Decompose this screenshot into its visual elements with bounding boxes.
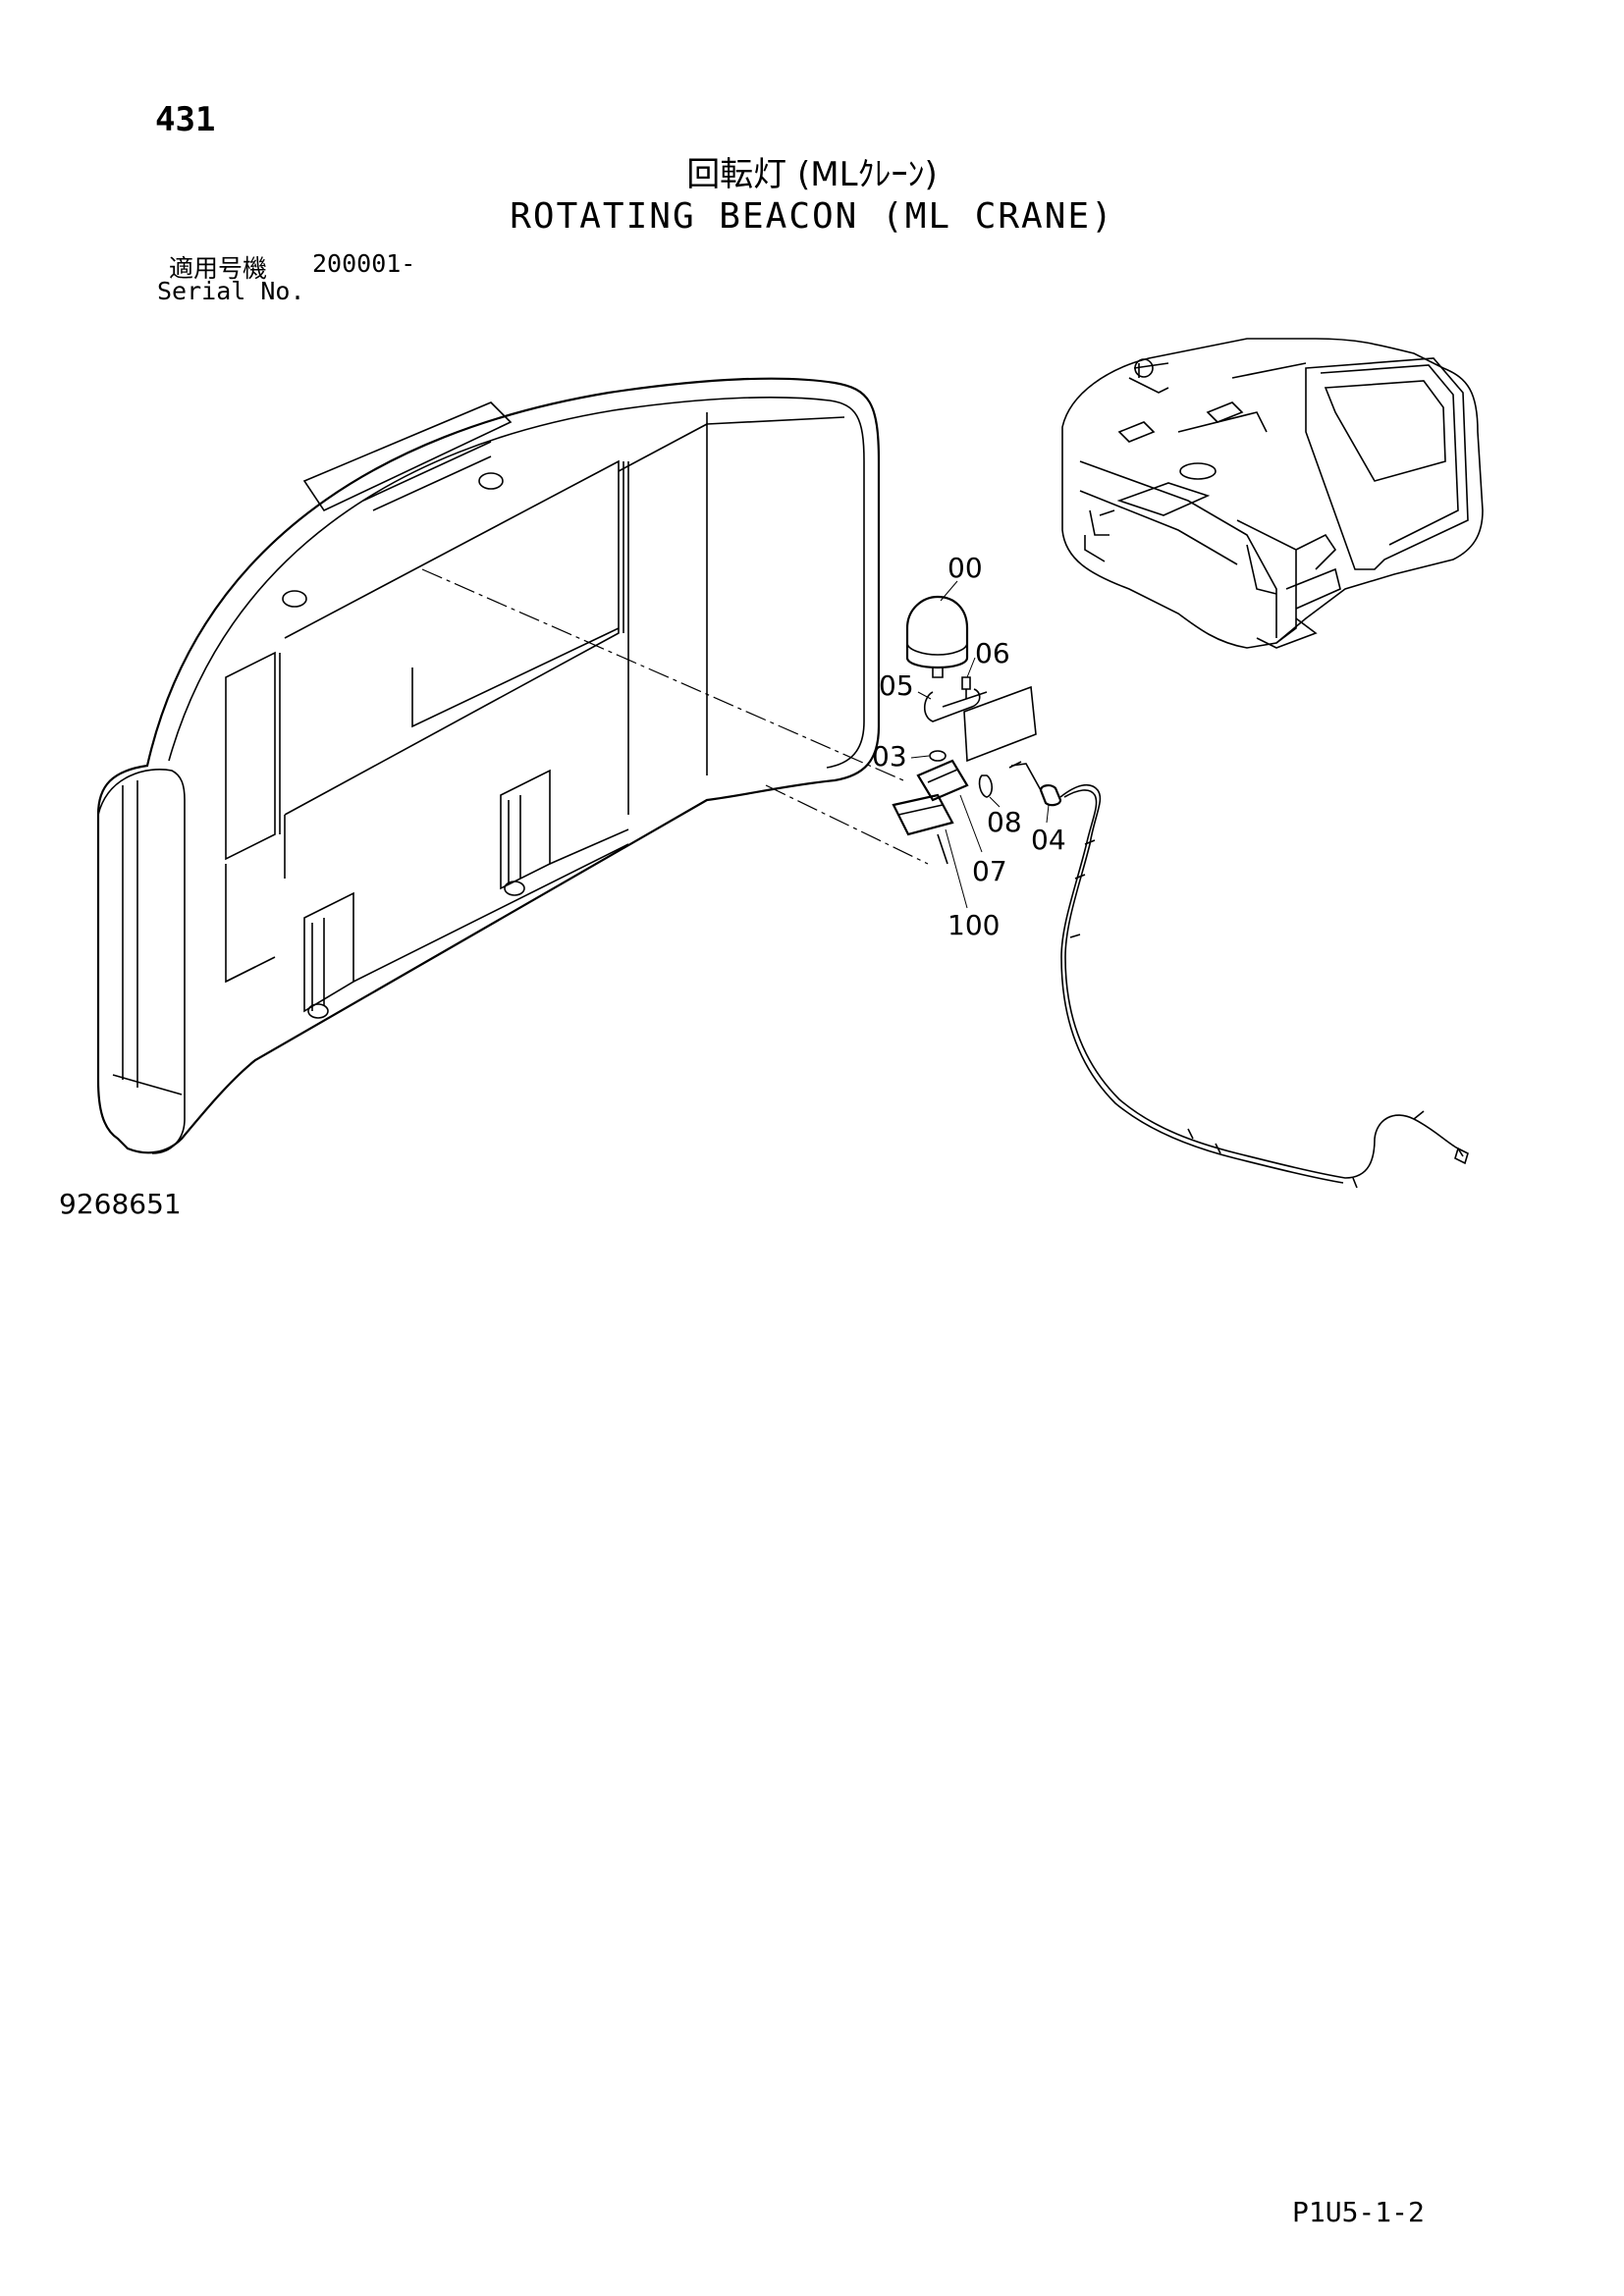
callout-100: 100 bbox=[945, 828, 1000, 941]
serial-label-english: Serial No. bbox=[157, 277, 305, 305]
callout-label: 08 bbox=[987, 806, 1022, 838]
serial-value: 200001- bbox=[312, 249, 416, 278]
callout-06: 06 bbox=[966, 637, 1010, 678]
callout-03: 03 bbox=[872, 740, 930, 773]
callout-label: 00 bbox=[947, 552, 983, 584]
callout-label: 06 bbox=[975, 637, 1010, 669]
drawing-number: 9268651 bbox=[59, 1188, 182, 1220]
callout-label: 05 bbox=[879, 669, 914, 702]
title-japanese: 回転灯 (MLｸﾚｰﾝ) bbox=[686, 155, 938, 194]
callout-04: 04 bbox=[1031, 804, 1066, 856]
reference-line bbox=[421, 568, 904, 781]
callout-08: 08 bbox=[987, 796, 1022, 838]
title-english: ROTATING BEACON (ML CRANE) bbox=[510, 196, 1114, 237]
callout-label: 100 bbox=[947, 909, 1000, 941]
callout-00: 00 bbox=[940, 552, 983, 602]
page-code: P1U5-1-2 bbox=[1292, 2196, 1425, 2228]
callout-label: 03 bbox=[872, 740, 907, 773]
callout-label: 07 bbox=[972, 855, 1007, 887]
excavator-overview bbox=[1061, 338, 1484, 649]
reference-line bbox=[765, 784, 929, 865]
page-number: 431 bbox=[155, 100, 216, 139]
cab-roof-panel bbox=[96, 377, 881, 1154]
wire-harness bbox=[1059, 783, 1469, 1189]
serial-label-japanese: 適用号機 bbox=[169, 254, 268, 283]
callout-07: 07 bbox=[959, 794, 1007, 887]
rotating-beacon-assembly bbox=[892, 595, 1062, 865]
callout-label: 04 bbox=[1031, 824, 1066, 856]
callout-05: 05 bbox=[879, 669, 932, 702]
